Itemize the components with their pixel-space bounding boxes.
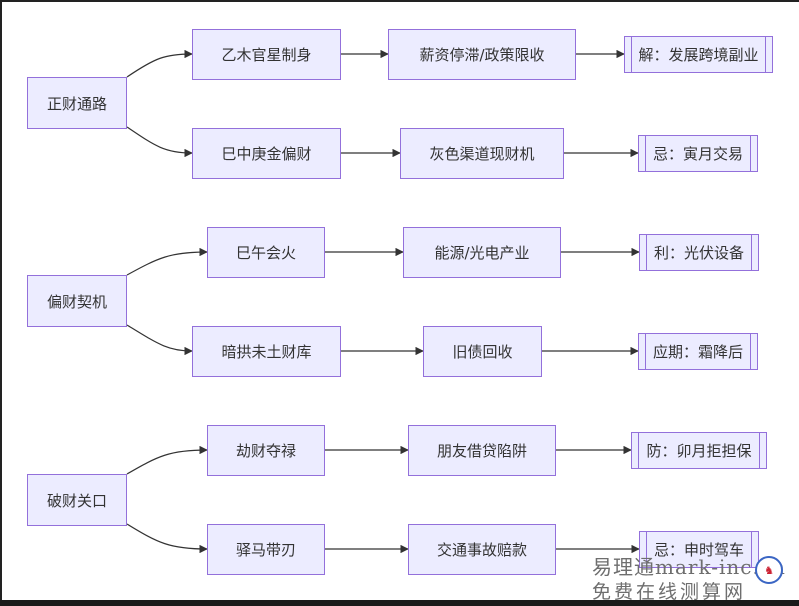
edge-o-p xyxy=(126,445,208,475)
edge-h-l xyxy=(126,324,193,356)
edge-h-i xyxy=(126,247,208,276)
node-ji-shenshi[interactable]: 忌：申时驾车 xyxy=(639,531,759,568)
node-jiuzhai-huishou[interactable]: 旧债回收 xyxy=(423,326,542,377)
node-pengyou-jiedai[interactable]: 朋友借贷陷阱 xyxy=(408,425,556,476)
watermark-site-name: 易理通mark-inc.cn xyxy=(592,555,786,579)
frame-left-border xyxy=(0,0,2,606)
node-pocai-root[interactable]: 破财关口 xyxy=(27,474,127,526)
node-yimu-guanxing[interactable]: 乙木官星制身 xyxy=(192,29,341,80)
node-jiecai-duolu[interactable]: 劫财夺禄 xyxy=(207,425,325,476)
node-jie-fuye[interactable]: 解：发展跨境副业 xyxy=(624,36,773,73)
edge-a-b xyxy=(126,49,193,78)
node-angong-caiku[interactable]: 暗拱未土财库 xyxy=(192,326,341,377)
edge-a-e xyxy=(126,126,193,158)
node-li-guangfu[interactable]: 利：光伏设备 xyxy=(639,234,759,271)
node-nengyuan-guangdian[interactable]: 能源/光电产业 xyxy=(403,227,561,278)
frame-top-border xyxy=(0,0,799,2)
node-fang-maoyue[interactable]: 防：卯月拒担保 xyxy=(631,432,767,469)
node-zhengcai-root[interactable]: 正财通路 xyxy=(27,77,127,129)
watermark-tagline: 免费在线测算网 xyxy=(592,581,747,603)
edge-o-s xyxy=(126,523,208,554)
node-yima-dairen[interactable]: 驿马带刃 xyxy=(207,524,325,575)
node-piancai-root[interactable]: 偏财契机 xyxy=(27,275,127,327)
node-sizhong-gengjin[interactable]: 巳中庚金偏财 xyxy=(192,128,341,179)
frame-bottom-border xyxy=(0,600,799,606)
node-ji-yinyue[interactable]: 忌：寅月交易 xyxy=(638,135,758,172)
node-jiaotong-shigu[interactable]: 交通事故赔款 xyxy=(408,524,556,575)
node-huise-qudao[interactable]: 灰色渠道现财机 xyxy=(400,128,564,179)
node-yingqi-shuangjiang[interactable]: 应期：霜降后 xyxy=(638,333,758,370)
node-siwu-huihuo[interactable]: 巳午会火 xyxy=(207,227,325,278)
node-xinzi-tingzhi[interactable]: 薪资停滞/政策限收 xyxy=(388,29,576,80)
watermark-logo-icon: ♞ xyxy=(755,556,783,584)
